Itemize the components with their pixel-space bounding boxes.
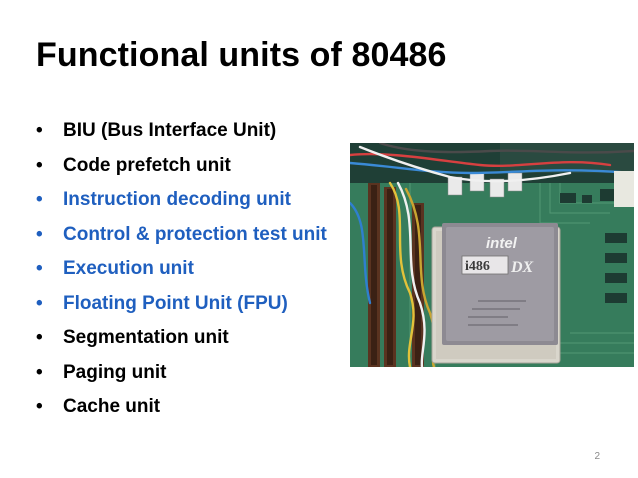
bullet-item: • Floating Point Unit (FPU) <box>36 287 327 322</box>
bullet-text: Control & protection test unit <box>63 223 327 245</box>
bullet-item: • Control & protection test unit <box>36 218 327 253</box>
bullet-dot: • <box>36 292 43 314</box>
bullet-dot: • <box>36 258 43 279</box>
bullet-dot: • <box>36 154 43 176</box>
slide-title: Functional units of 80486 <box>36 36 447 74</box>
bullet-item: • Segmentation unit <box>36 321 327 356</box>
bullet-dot: • <box>36 396 43 417</box>
bullet-text: Cache unit <box>63 396 161 417</box>
bullet-dot: • <box>36 120 43 141</box>
bullet-dot: • <box>36 361 43 383</box>
bullet-item: • Paging unit <box>36 356 327 391</box>
bullet-item: • Code prefetch unit <box>36 149 327 184</box>
bullet-text: Segmentation unit <box>63 327 229 348</box>
bullet-text: Code prefetch unit <box>63 154 231 176</box>
bullet-item: • BIU (Bus Interface Unit) <box>36 114 327 149</box>
bullet-text: Instruction decoding unit <box>63 189 291 210</box>
bullet-text: Execution unit <box>63 258 194 279</box>
bullet-item: • Cache unit <box>36 390 327 425</box>
bullet-list: • BIU (Bus Interface Unit) • Code prefetch… <box>36 114 327 425</box>
bullet-dot: • <box>36 327 43 348</box>
page-number: 2 <box>594 451 600 462</box>
svg-text:i486: i486 <box>465 259 490 274</box>
bullet-text: Floating Point Unit (FPU) <box>63 292 288 314</box>
i486-motherboard-photo: intel i486 DX <box>350 143 634 367</box>
bullet-text: Paging unit <box>63 361 167 383</box>
bullet-dot: • <box>36 223 43 245</box>
svg-text:DX: DX <box>510 259 534 276</box>
svg-text:intel: intel <box>486 235 518 252</box>
bullet-item: • Instruction decoding unit <box>36 183 327 218</box>
bullet-dot: • <box>36 189 43 210</box>
bullet-text: BIU (Bus Interface Unit) <box>63 120 277 141</box>
bullet-item: • Execution unit <box>36 252 327 287</box>
